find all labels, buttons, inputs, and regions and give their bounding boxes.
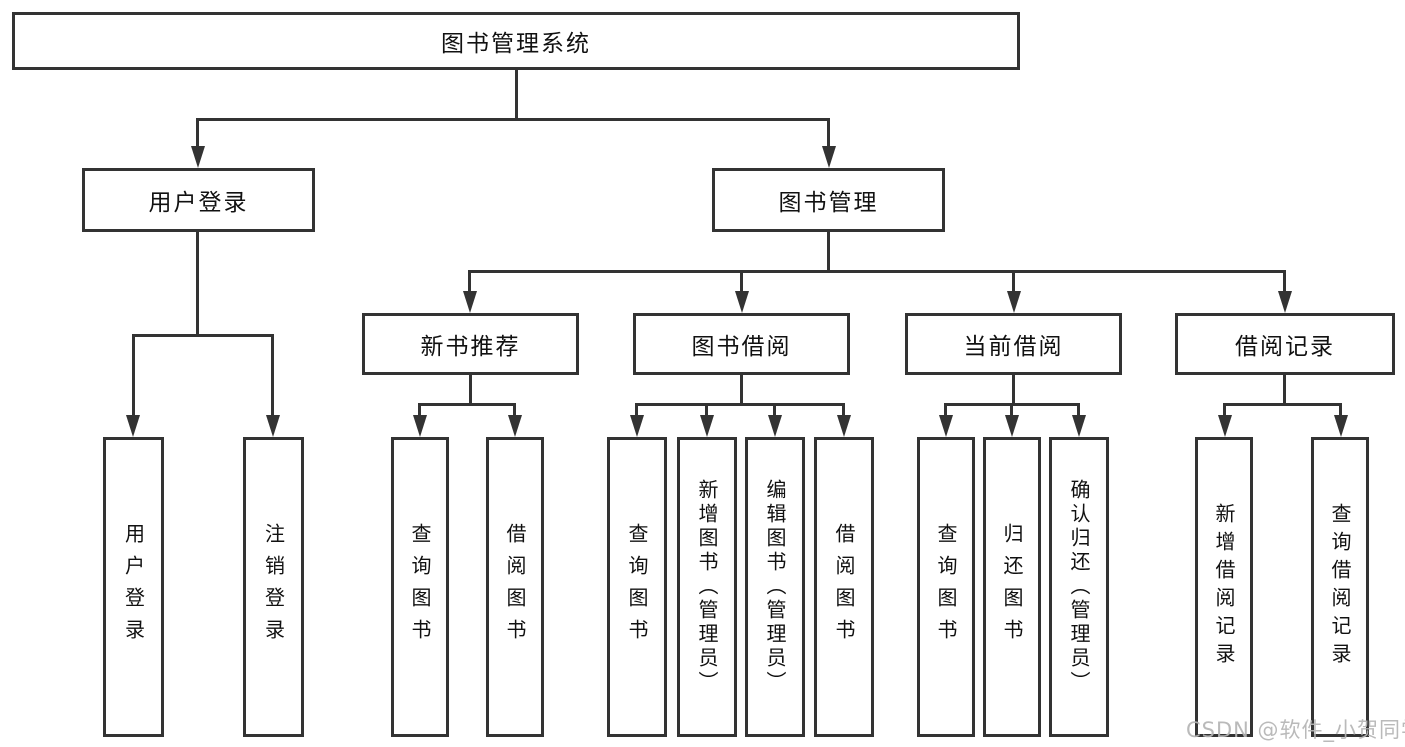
- node-book-management: 图书管理: [712, 168, 945, 232]
- arrow-down-icon: [1072, 415, 1086, 437]
- arrow-down-icon: [1278, 291, 1292, 313]
- line: [842, 403, 845, 417]
- leaf-logout: 注销登录: [243, 437, 304, 737]
- line: [827, 232, 830, 273]
- line: [196, 232, 199, 337]
- leaf-add-books-admin: 新增图书（管理员）: [677, 437, 737, 737]
- node-current-borrow: 当前借阅: [905, 313, 1122, 375]
- line: [469, 375, 472, 406]
- node-label: 图书管理: [778, 190, 879, 216]
- leaf-label: 新增借阅记录: [1212, 503, 1236, 671]
- leaf-label: 注销登录: [261, 523, 286, 651]
- line: [132, 334, 274, 337]
- node-label: 新书推荐: [420, 334, 521, 360]
- arrow-down-icon: [700, 415, 714, 437]
- line: [740, 375, 743, 406]
- leaf-label: 确认归还（管理员）: [1067, 479, 1091, 695]
- arrow-down-icon: [768, 415, 782, 437]
- line: [1012, 375, 1015, 406]
- arrow-down-icon: [508, 415, 522, 437]
- line: [515, 70, 518, 121]
- leaf-query-books-current: 查询图书: [917, 437, 975, 737]
- arrow-down-icon: [939, 415, 953, 437]
- line: [1077, 403, 1080, 417]
- line: [635, 403, 845, 406]
- leaf-label: 查询借阅记录: [1328, 503, 1352, 671]
- arrow-down-icon: [266, 415, 280, 437]
- leaf-add-borrow-record: 新增借阅记录: [1195, 437, 1253, 737]
- line: [271, 334, 274, 417]
- line: [1339, 403, 1342, 417]
- leaf-return-books: 归还图书: [983, 437, 1041, 737]
- line: [196, 118, 199, 148]
- node-label: 当前借阅: [963, 334, 1064, 360]
- line: [1283, 375, 1286, 406]
- line: [132, 334, 135, 417]
- line: [635, 403, 638, 417]
- leaf-label: 归还图书: [1000, 523, 1024, 651]
- line: [944, 403, 947, 417]
- leaf-label: 用户登录: [121, 523, 146, 651]
- leaf-query-books-borrow: 查询图书: [607, 437, 667, 737]
- arrow-down-icon: [735, 291, 749, 313]
- line: [196, 118, 830, 121]
- node-label: 图书借阅: [691, 334, 792, 360]
- leaf-edit-books-admin: 编辑图书（管理员）: [745, 437, 805, 737]
- watermark: CSDN @软件_小贺同学: [1186, 718, 1405, 742]
- line: [468, 270, 471, 293]
- node-book-borrow: 图书借阅: [633, 313, 850, 375]
- node-user-login: 用户登录: [82, 168, 315, 232]
- arrow-down-icon: [630, 415, 644, 437]
- line: [513, 403, 516, 417]
- arrow-down-icon: [1005, 415, 1019, 437]
- leaf-label: 查询图书: [934, 523, 958, 651]
- line: [1283, 270, 1286, 293]
- leaf-label: 查询图书: [625, 523, 649, 651]
- arrow-down-icon: [837, 415, 851, 437]
- arrow-down-icon: [1007, 291, 1021, 313]
- line: [827, 118, 830, 148]
- leaf-confirm-return-admin: 确认归还（管理员）: [1049, 437, 1109, 737]
- line: [468, 270, 1286, 273]
- leaf-label: 借阅图书: [832, 523, 856, 651]
- line: [1223, 403, 1342, 406]
- line: [418, 403, 516, 406]
- node-new-book-recommend: 新书推荐: [362, 313, 579, 375]
- node-label: 借阅记录: [1235, 334, 1335, 360]
- line: [773, 403, 776, 417]
- arrow-down-icon: [191, 146, 205, 168]
- leaf-user-login: 用户登录: [103, 437, 164, 737]
- leaf-borrow-books: 借阅图书: [814, 437, 874, 737]
- line: [1010, 403, 1013, 417]
- arrow-down-icon: [1218, 415, 1232, 437]
- leaf-query-borrow-record: 查询借阅记录: [1311, 437, 1369, 737]
- leaf-query-books-recommend: 查询图书: [391, 437, 449, 737]
- line: [1012, 270, 1015, 293]
- node-label: 用户登录: [148, 190, 249, 216]
- arrow-down-icon: [1334, 415, 1348, 437]
- arrow-down-icon: [463, 291, 477, 313]
- node-borrow-records: 借阅记录: [1175, 313, 1395, 375]
- leaf-borrow-books-recommend: 借阅图书: [486, 437, 544, 737]
- arrow-down-icon: [126, 415, 140, 437]
- leaf-label: 查询图书: [408, 523, 432, 651]
- line: [418, 403, 421, 417]
- line: [1223, 403, 1226, 417]
- arrow-down-icon: [822, 146, 836, 168]
- leaf-label: 编辑图书（管理员）: [763, 479, 787, 695]
- leaf-label: 新增图书（管理员）: [695, 479, 719, 695]
- line: [740, 270, 743, 293]
- node-root-library-system: 图书管理系统: [12, 12, 1020, 70]
- line: [705, 403, 708, 417]
- node-label: 图书管理系统: [441, 31, 591, 57]
- leaf-label: 借阅图书: [503, 523, 527, 651]
- arrow-down-icon: [413, 415, 427, 437]
